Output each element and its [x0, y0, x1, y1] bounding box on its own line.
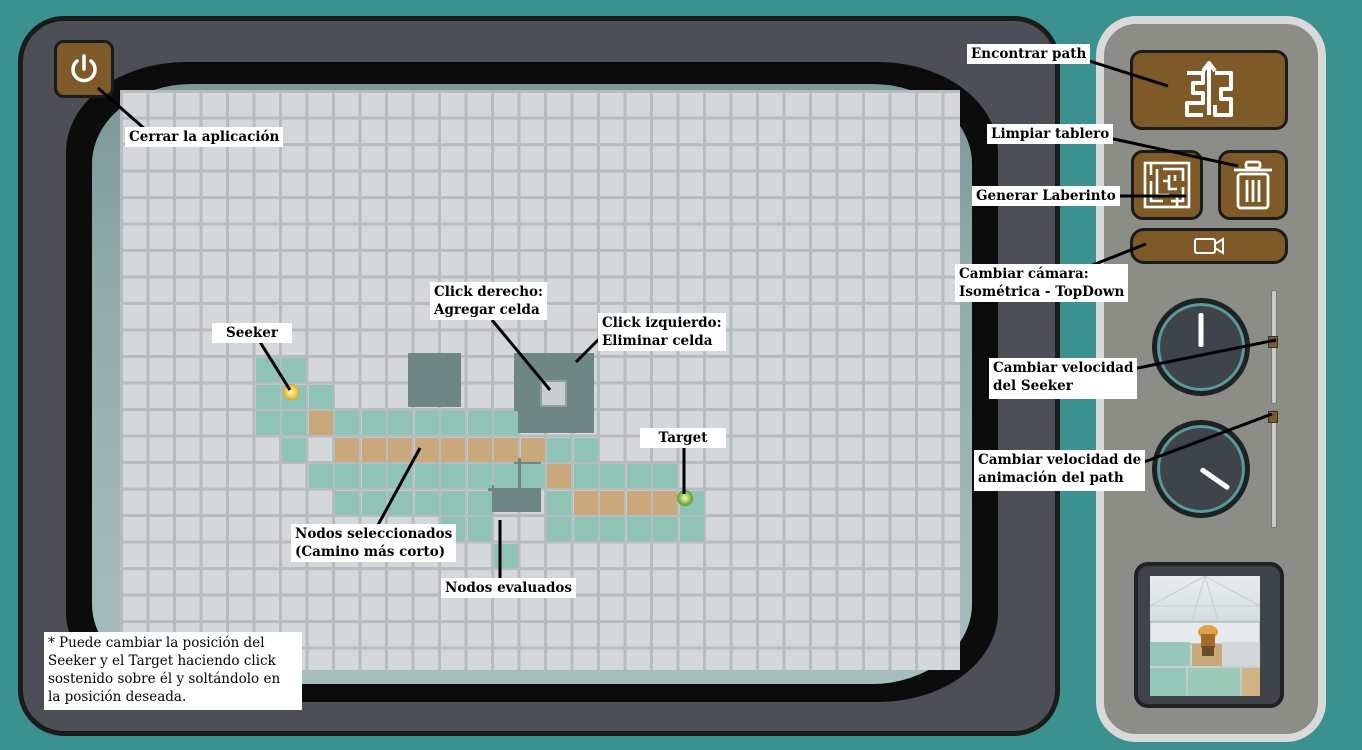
maze-icon	[1143, 161, 1191, 209]
trash-icon	[1234, 160, 1272, 210]
evaluated-node[interactable]	[282, 358, 306, 382]
wall-block[interactable]	[408, 380, 434, 407]
evaluated-node[interactable]	[494, 543, 518, 568]
evaluated-node[interactable]	[653, 517, 677, 541]
camera-preview	[1134, 562, 1284, 708]
evaluated-node[interactable]	[361, 464, 386, 488]
target-agent[interactable]	[677, 490, 693, 506]
evaluated-node[interactable]	[282, 411, 306, 435]
clear-board-button[interactable]	[1218, 150, 1288, 220]
path-node[interactable]	[653, 490, 677, 515]
close-app-label: Cerrar la aplicación	[125, 127, 284, 147]
path-node[interactable]	[520, 437, 545, 462]
evaluated-node[interactable]	[679, 517, 704, 541]
clear-board-label: Limpiar tablero	[987, 124, 1114, 144]
evaluated-node[interactable]	[467, 464, 492, 488]
evaluated-node[interactable]	[441, 490, 465, 515]
slider-thumb[interactable]	[1268, 336, 1278, 348]
evaluated-node[interactable]	[494, 464, 518, 488]
evaluated-node[interactable]	[573, 517, 598, 541]
target-label: Target	[640, 428, 726, 448]
seeker-agent[interactable]	[283, 384, 299, 400]
path-node[interactable]	[467, 437, 492, 462]
evaluated-node[interactable]	[335, 464, 359, 488]
evaluated-node[interactable]	[388, 411, 412, 435]
seeker-speed-knob[interactable]	[1152, 298, 1250, 396]
evaluated-node[interactable]	[414, 411, 439, 435]
evaluated-node[interactable]	[388, 464, 412, 488]
slider-thumb[interactable]	[1268, 411, 1278, 423]
path-node[interactable]	[626, 490, 651, 515]
path-node[interactable]	[547, 464, 571, 488]
knob-indicator	[1198, 313, 1204, 347]
evaluated-node[interactable]	[335, 411, 359, 435]
change-camera-label: Cambiar cámara: Isométrica - TopDown	[955, 264, 1129, 302]
path-node[interactable]	[414, 437, 439, 462]
evaluated-node[interactable]	[414, 490, 439, 515]
animation-speed-slider[interactable]	[1271, 410, 1277, 528]
evaluated-node[interactable]	[282, 437, 306, 462]
animation-speed-knob[interactable]	[1152, 420, 1250, 518]
evaluated-nodes-label: Nodos evaluados	[441, 578, 577, 598]
evaluated-node[interactable]	[520, 464, 545, 488]
removed-cell[interactable]	[540, 380, 567, 407]
evaluated-node[interactable]	[335, 490, 359, 515]
evaluated-node[interactable]	[600, 517, 624, 541]
generate-maze-button[interactable]	[1131, 150, 1203, 220]
generate-maze-label: Generar Laberinto	[972, 186, 1120, 206]
evaluated-node[interactable]	[255, 358, 280, 382]
position-hint-note: * Puede cambiar la posición del Seeker y…	[44, 632, 302, 710]
path-node[interactable]	[573, 490, 598, 515]
maze-path-icon	[1185, 61, 1233, 117]
find-path-label: Encontrar path	[967, 44, 1091, 64]
evaluated-node[interactable]	[441, 411, 465, 435]
preview-viewport	[1150, 576, 1260, 696]
evaluated-node[interactable]	[494, 411, 518, 435]
animation-speed-label: Cambiar velocidad de animación del path	[974, 450, 1146, 491]
evaluated-node[interactable]	[255, 384, 280, 409]
evaluated-node[interactable]	[255, 411, 280, 435]
path-node[interactable]	[600, 490, 624, 515]
path-node[interactable]	[441, 437, 465, 462]
evaluated-node[interactable]	[361, 490, 386, 515]
evaluated-node[interactable]	[653, 464, 677, 488]
evaluated-node[interactable]	[600, 464, 624, 488]
left-click-label: Click izquierdo: Eliminar celda	[598, 313, 726, 351]
evaluated-node[interactable]	[441, 464, 465, 488]
evaluated-node[interactable]	[308, 464, 333, 488]
seeker-label: Seeker	[212, 323, 292, 343]
seeker-speed-label: Cambiar velocidad del Seeker	[989, 358, 1138, 399]
evaluated-node[interactable]	[467, 411, 492, 435]
path-node[interactable]	[335, 437, 359, 462]
video-camera-icon	[1194, 237, 1224, 255]
evaluated-node[interactable]	[467, 490, 492, 515]
close-app-button[interactable]	[54, 40, 114, 98]
right-click-label: Click derecho: Agregar celda	[430, 282, 548, 320]
evaluated-node[interactable]	[573, 437, 598, 462]
evaluated-node[interactable]	[573, 464, 598, 488]
power-icon	[71, 54, 97, 83]
path-node[interactable]	[494, 437, 518, 462]
path-node[interactable]	[388, 437, 412, 462]
evaluated-node[interactable]	[308, 384, 333, 409]
evaluated-node[interactable]	[467, 517, 492, 541]
evaluated-node[interactable]	[547, 490, 571, 515]
evaluated-node[interactable]	[626, 517, 651, 541]
knob-indicator	[1199, 466, 1231, 491]
evaluated-node[interactable]	[547, 517, 571, 541]
change-camera-button[interactable]	[1130, 228, 1288, 264]
find-path-button[interactable]	[1130, 50, 1288, 130]
evaluated-node[interactable]	[547, 437, 571, 462]
evaluated-node[interactable]	[414, 464, 439, 488]
evaluated-node[interactable]	[626, 464, 651, 488]
wall-block[interactable]	[488, 485, 541, 512]
selected-nodes-label: Nodos seleccionados (Camino más corto)	[291, 524, 457, 562]
evaluated-node[interactable]	[388, 490, 412, 515]
path-node[interactable]	[308, 411, 333, 435]
path-node[interactable]	[361, 437, 386, 462]
evaluated-node[interactable]	[361, 411, 386, 435]
